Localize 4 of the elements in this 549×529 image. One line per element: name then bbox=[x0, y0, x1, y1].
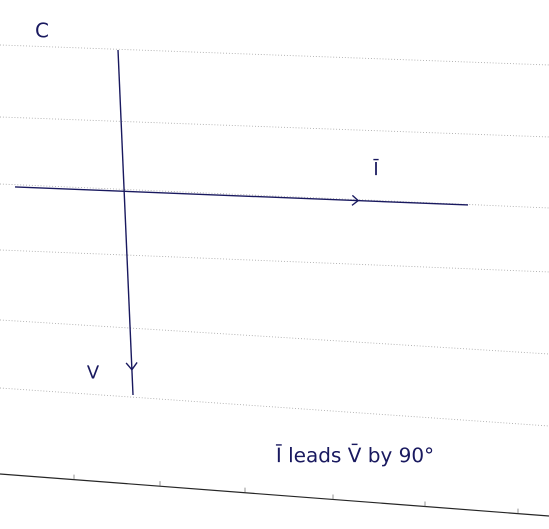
phasor-label: Ī bbox=[373, 158, 379, 176]
phasor-label: V bbox=[87, 365, 100, 379]
caption: Ī leads V̄ by 90° bbox=[276, 444, 432, 466]
phasor-label: C bbox=[36, 22, 48, 38]
